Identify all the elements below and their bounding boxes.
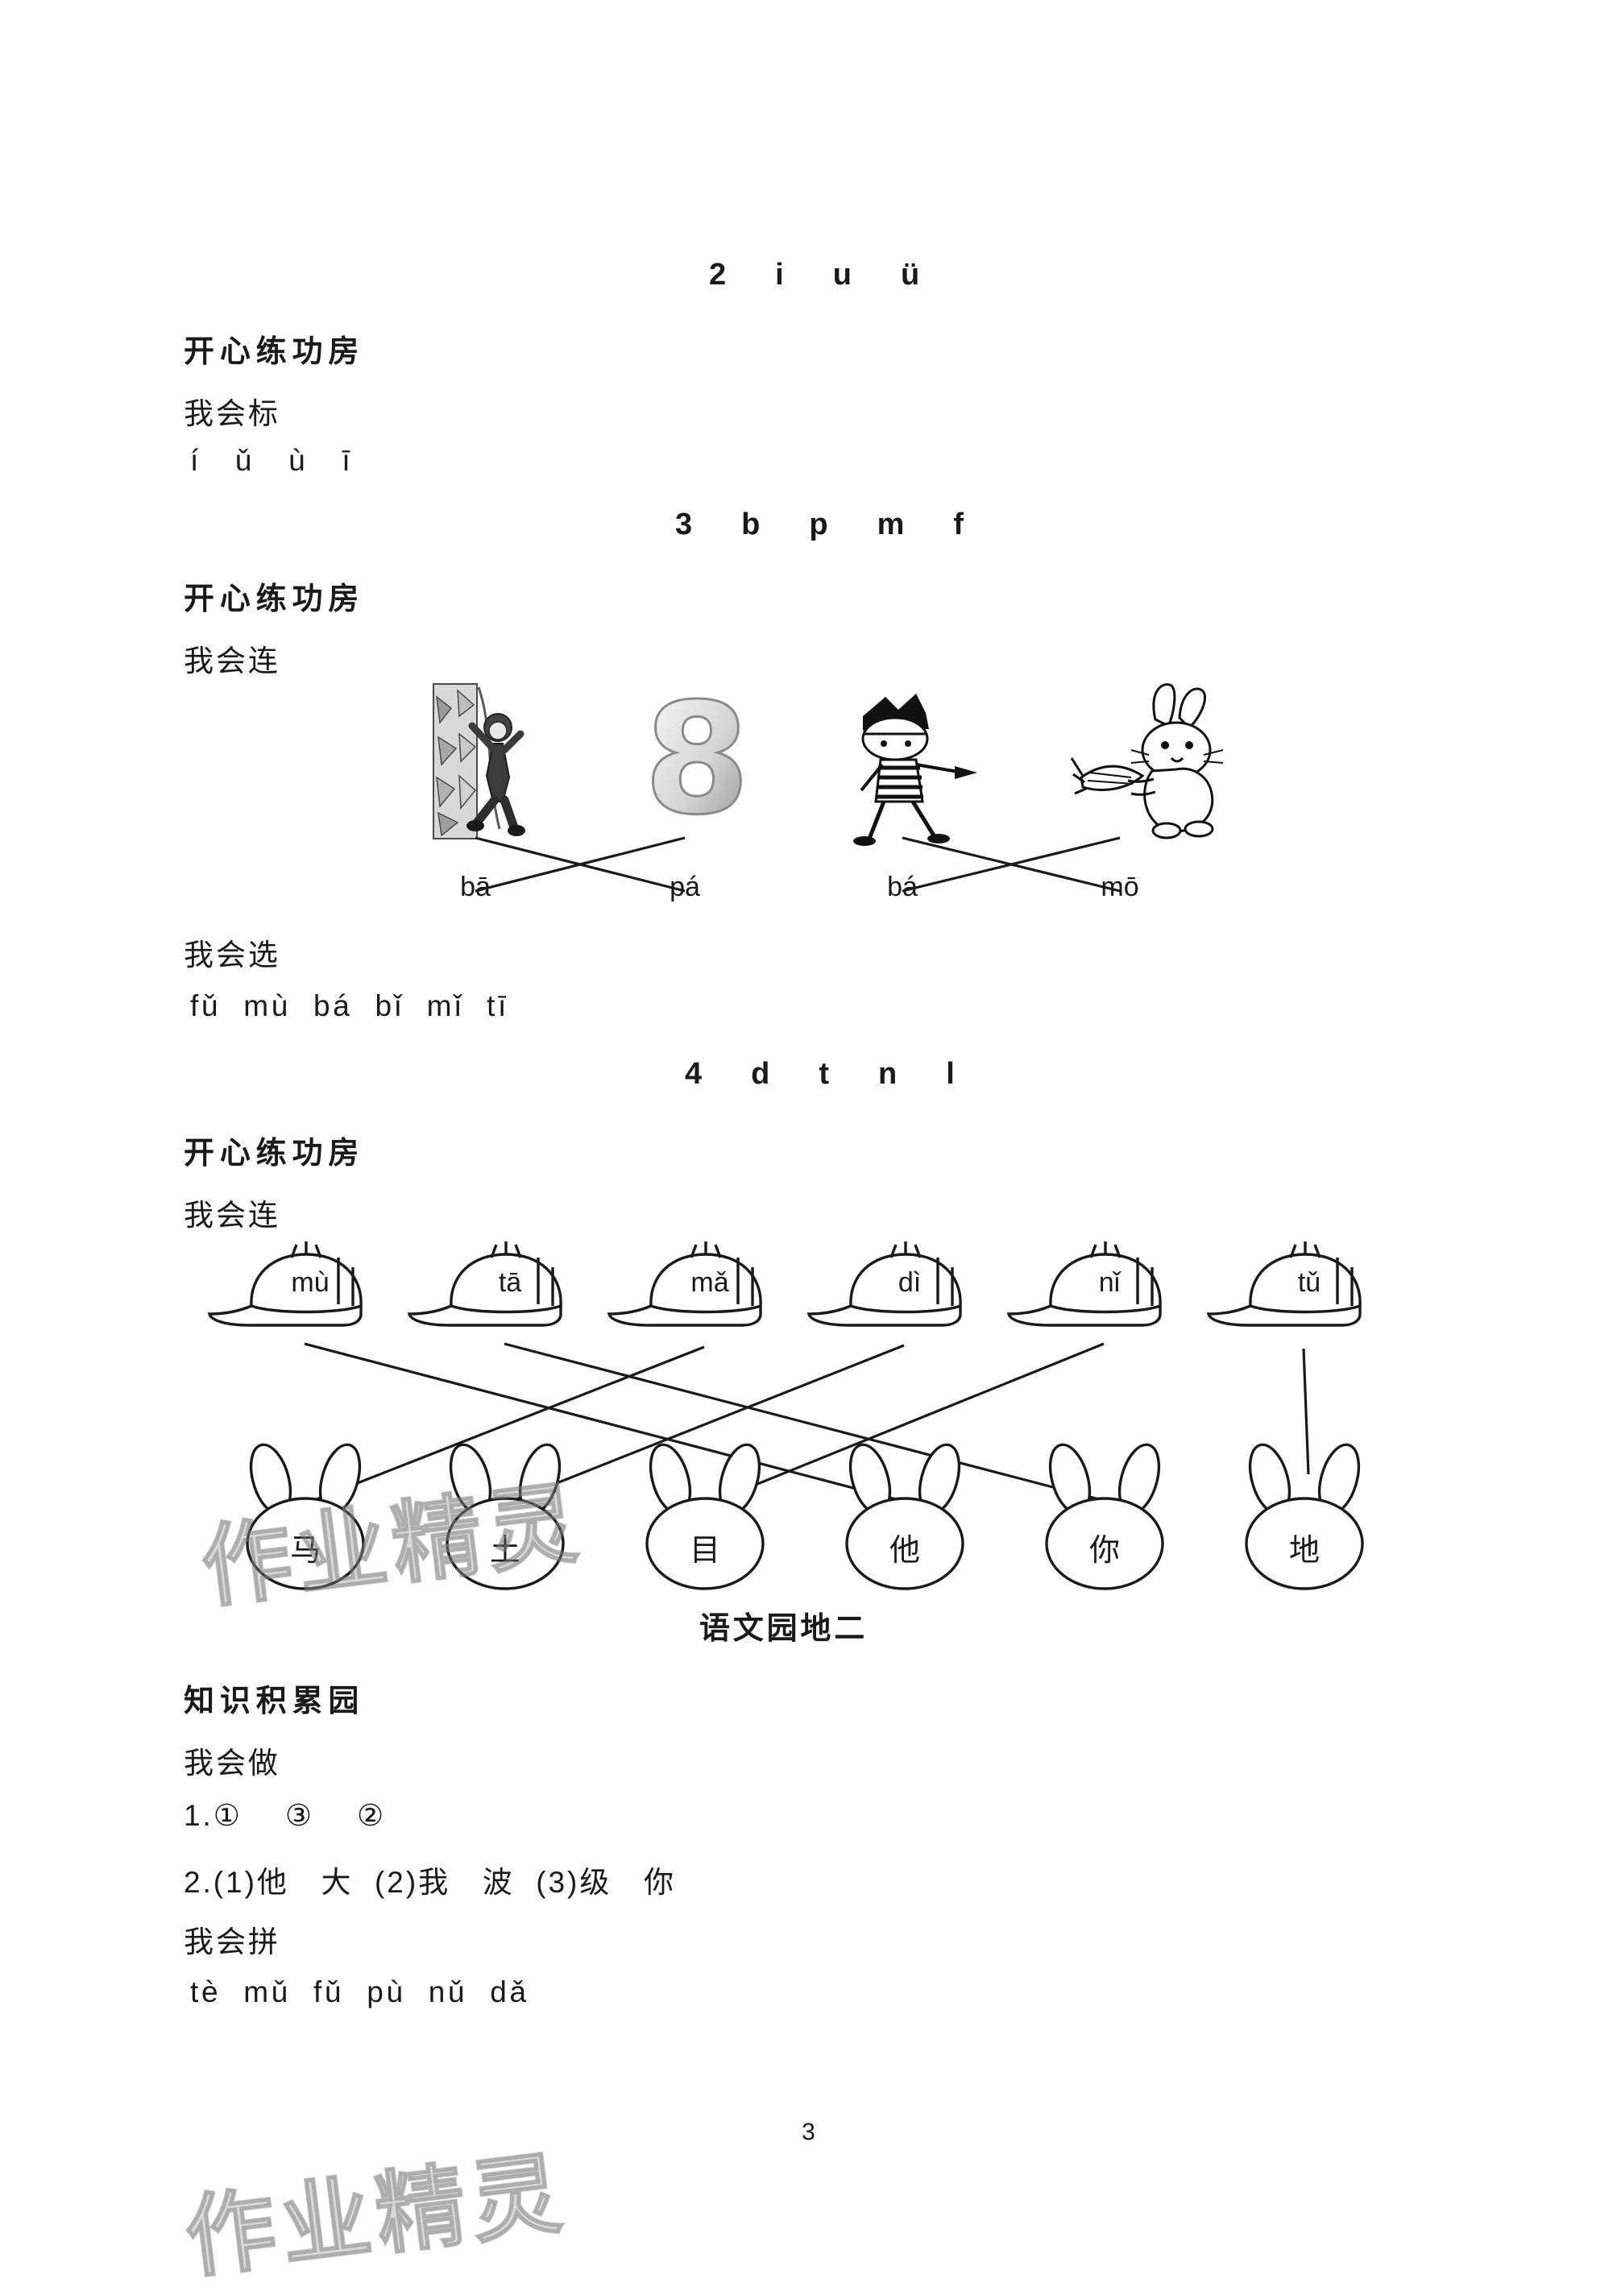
- yuwen-answer-line1: 1.① ③ ②: [184, 1799, 387, 1832]
- section-2-subtitle: 开心练功房: [184, 335, 365, 369]
- rabbit-shapes-row: [246, 1443, 1364, 1590]
- section-3-subtitle: 开心练功房: [184, 582, 365, 616]
- rabbit-label-2: 目: [689, 1534, 720, 1568]
- cap-label-4: nǐ: [1098, 1267, 1121, 1298]
- section-3-match-lines: [475, 836, 1121, 893]
- section-3-task2-answer: fǔ mù bá bǐ mǐ tī: [190, 989, 510, 1022]
- cap-label-2: mǎ: [690, 1267, 729, 1298]
- section-2-task1-answer: í ǔ ù ī: [190, 444, 354, 477]
- section-4-match-lines: [304, 1342, 1310, 1506]
- yuwen-heading: 语文园地二: [699, 1612, 869, 1646]
- yuwen-answer-line2: 2.(1)他 大 (2)我 波 (3)级 你: [184, 1866, 676, 1899]
- rabbit-label-4: 你: [1088, 1534, 1120, 1568]
- section-2-task1-label: 我会标: [184, 397, 280, 430]
- rabbit-label-5: 地: [1288, 1534, 1320, 1568]
- page-number: 3: [802, 2119, 815, 2145]
- rabbit-carrot-illustration: [1070, 683, 1224, 839]
- number-eight-illustration: 8: [642, 669, 751, 850]
- yuwen-task2-answer: tè mǔ fǔ pù nǔ dǎ: [190, 1975, 529, 2008]
- cap-shapes-row: [207, 1241, 1362, 1327]
- yuwen-task2-label: 我会拼: [184, 1925, 280, 1958]
- section-3-task2-label: 我会选: [184, 939, 280, 972]
- section-2-heading: 2 i u ü: [709, 258, 931, 292]
- yuwen-subtitle: 知识积累园: [184, 1685, 365, 1718]
- watermark-bottom: 作业精灵: [180, 2143, 573, 2290]
- section-4-heading: 4 d t n l: [685, 1057, 966, 1091]
- cap-label-0: mù: [291, 1267, 330, 1298]
- match-word-1: pá: [670, 872, 700, 902]
- climber-illustration: [433, 683, 525, 839]
- match-word-0: bā: [460, 872, 491, 902]
- cap-label-3: dì: [898, 1267, 922, 1298]
- section-3-task1-label: 我会连: [184, 644, 280, 678]
- match-word-3: mō: [1101, 872, 1139, 902]
- section-3-heading: 3 b p m f: [675, 508, 975, 541]
- walking-boy-illustration: [853, 694, 977, 846]
- yuwen-task1-label: 我会做: [184, 1747, 280, 1780]
- cap-label-5: tǔ: [1297, 1267, 1321, 1298]
- match-word-2: bá: [887, 872, 918, 902]
- rabbit-label-1: 土: [489, 1534, 520, 1568]
- rabbit-label-3: 他: [889, 1534, 920, 1568]
- svg-text:8: 8: [644, 670, 750, 848]
- cap-label-1: tā: [498, 1267, 522, 1298]
- rabbit-label-0: 马: [289, 1534, 321, 1568]
- section-4-task1-label: 我会连: [184, 1199, 280, 1232]
- section-4-subtitle: 开心练功房: [184, 1137, 365, 1171]
